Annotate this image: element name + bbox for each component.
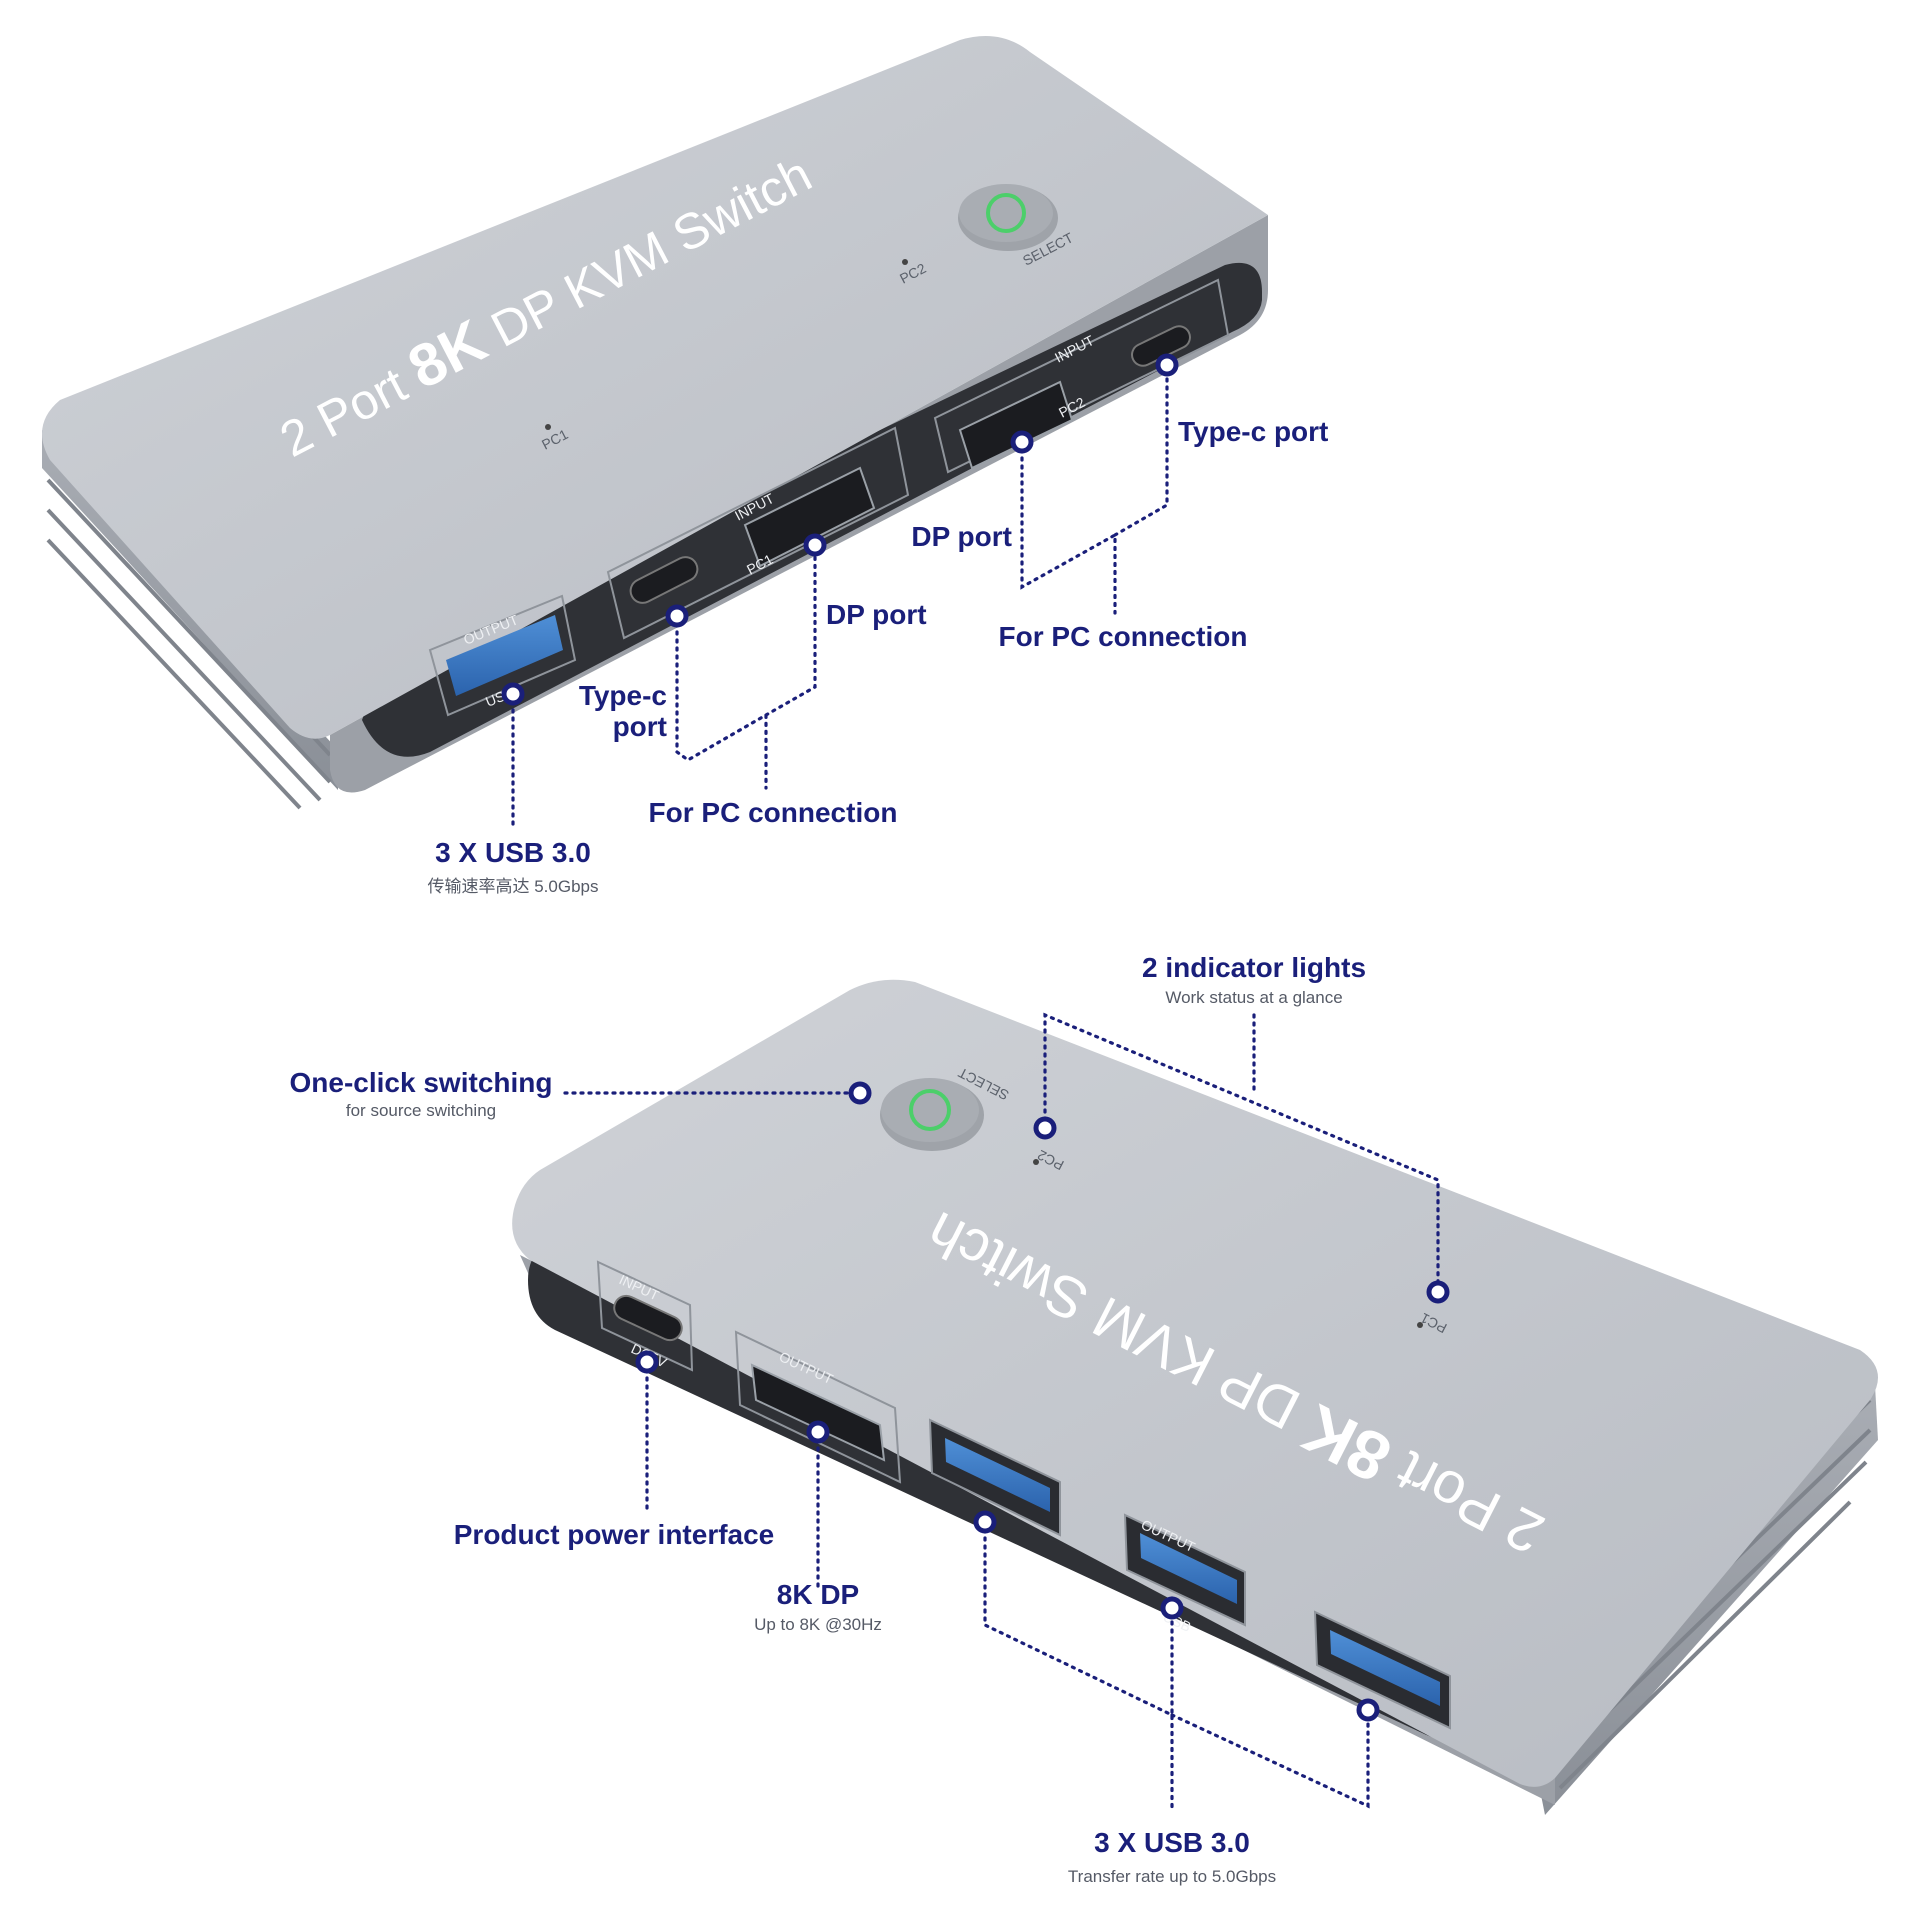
pc1-typec-label: Type-c port (578, 680, 667, 743)
top-pins (501, 353, 1179, 706)
bottom-usb-title: 3 X USB 3.0 (1094, 1827, 1250, 1858)
bottom-pins (635, 1081, 1450, 1722)
select-led-ring (986, 193, 1026, 233)
pc2-indicator-led (902, 259, 908, 265)
bottom-device: 2 Port 8K DP KVM Switch SELECT PC2 PC1 I… (512, 979, 1879, 1815)
pc2-connection-label: For PC connection (998, 621, 1248, 652)
top-leader-lines (511, 363, 1169, 832)
pc1-connection-label: For PC connection (648, 797, 898, 828)
top-usb-subtitle: 传输速率高达 5.0Gbps (427, 877, 599, 896)
top-device: 2 Port 8K DP KVM Switch PC1 PC2 SELECT O… (42, 36, 1268, 810)
power-interface-label: Product power interface (453, 1519, 775, 1550)
bottom-usb-subtitle: Transfer rate up to 5.0Gbps (1067, 1867, 1277, 1886)
top-pc2-port-group: INPUT PC2 (933, 278, 1230, 474)
pc1-dp-port (743, 466, 876, 568)
top-usb-title: 3 X USB 3.0 (435, 837, 591, 868)
output-dp-port (750, 1363, 886, 1462)
select-pin (848, 1081, 872, 1105)
bottom-device-lid (512, 979, 1879, 1787)
pc2-led-pin (1033, 1116, 1057, 1140)
pc1-dp-label: DP port (826, 599, 927, 630)
pc2-dp-pin (1010, 430, 1034, 454)
dp-output-subtitle: Up to 8K @30Hz (754, 1615, 882, 1634)
usb1-pin (973, 1510, 997, 1534)
pc1-typec-port (629, 556, 699, 604)
bottom-usb-port-1 (928, 1418, 1061, 1537)
select-button[interactable] (958, 184, 1058, 251)
dp-output-pin (806, 1420, 830, 1444)
bottom-pc1-indicator-led (1417, 1322, 1423, 1328)
power-pin (635, 1350, 659, 1374)
switching-subtitle: for source switching (345, 1101, 497, 1120)
bottom-select-led-ring (909, 1089, 951, 1131)
pc1-led-pin (1426, 1280, 1450, 1304)
pc2-dp-label: DP port (911, 521, 1012, 552)
bottom-device-side (1540, 1385, 1878, 1815)
top-usb-pin (501, 682, 525, 706)
pc1-indicator-led (545, 424, 551, 430)
indicator-subtitle: Work status at a glance (1165, 988, 1343, 1007)
bottom-select-button[interactable] (880, 1078, 984, 1151)
pc2-dp-port (958, 380, 1074, 470)
power-typec-port (613, 1294, 683, 1342)
indicator-title: 2 indicator lights (1141, 952, 1367, 983)
bottom-pc2-indicator-led (1033, 1159, 1039, 1165)
switching-title: One-click switching (289, 1067, 553, 1098)
usb2-pin (1160, 1596, 1184, 1620)
pc2-typec-label: Type-c port (1178, 416, 1329, 447)
bottom-usb-port-3 (1313, 1610, 1451, 1730)
pc2-typec-pin (1155, 353, 1179, 377)
pc1-typec-pin (665, 604, 689, 628)
dp-output-title: 8K DP (776, 1579, 860, 1610)
pc1-dp-pin (803, 533, 827, 557)
usb3-pin (1356, 1698, 1380, 1722)
